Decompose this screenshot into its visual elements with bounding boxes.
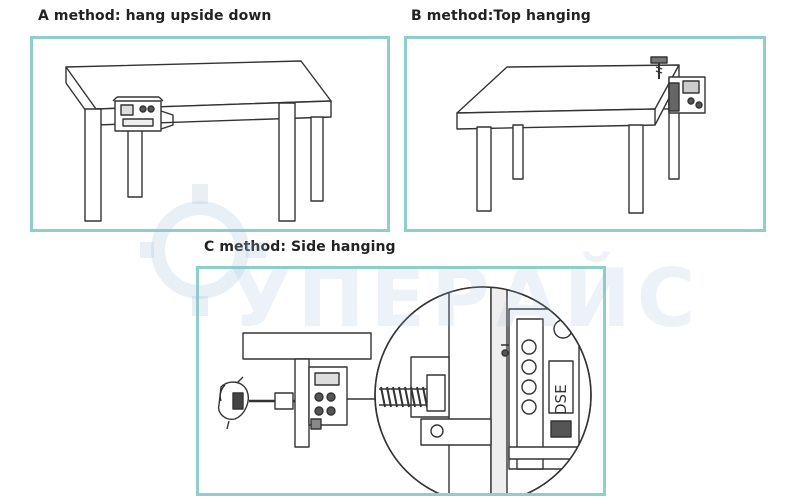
table-leg [127,124,143,198]
threaded-screw-zoom [379,374,446,412]
table-top [242,332,372,360]
table-top-edge [456,108,656,130]
device-mounted-under-table [112,96,174,132]
table-leg [476,126,492,212]
method-c-label: C method: Side hanging [204,239,396,255]
panel-a [30,36,390,232]
table-side-hanging-diagram: DSE [218,286,592,493]
method-a-label: A method: hang upside down [38,8,272,24]
table-leg [84,108,102,222]
table-leg [310,116,324,202]
device-mounted-on-table-edge [663,76,706,114]
device-display-text: DSE [552,384,570,415]
device-zoom [501,308,580,470]
table-hang-upside-down-diagram [65,60,332,222]
table-leg [628,124,644,214]
table-leg [278,102,296,222]
table-leg [512,124,524,180]
top-clamp-screw [650,56,668,79]
table-top-hanging-diagram [456,56,706,214]
table-leg [294,358,310,448]
table-top [456,64,680,114]
panel-b [404,36,766,232]
panel-c: DSE [196,266,606,496]
hand-turning-knob [218,376,249,430]
method-b-label: B method:Top hanging [411,8,591,24]
device-side-mounted [308,366,348,430]
